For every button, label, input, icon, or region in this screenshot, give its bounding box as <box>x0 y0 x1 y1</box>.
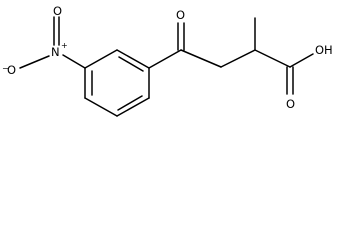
carboxylic-oh-label: OH <box>315 43 333 57</box>
ketone-oxygen-label: O <box>176 8 185 22</box>
ring-double-bond <box>118 56 144 72</box>
chemical-structure: N + O − O O OH O <box>2 4 333 117</box>
ring-to-carbonyl-bond <box>148 49 182 69</box>
ring-to-nitrogen-bond <box>62 54 86 69</box>
nitro-group: N + O − O <box>2 4 86 77</box>
ring-bond <box>116 97 150 117</box>
nitrogen-positive-charge: + <box>61 41 68 50</box>
ring-bond <box>84 97 118 117</box>
carbonyl-oxygen-label: O <box>286 97 295 111</box>
nitrogen-oxygen-single-bond <box>19 55 50 69</box>
oxygen-negative-charge: − <box>2 64 9 73</box>
keto-acid-chain: O OH O <box>148 8 333 111</box>
acid-hydroxyl-bond <box>289 53 314 68</box>
nitro-oxygen-left-label: O <box>7 63 16 77</box>
chain-bond <box>180 49 222 68</box>
nitro-oxygen-top-label: O <box>53 4 62 18</box>
nitro-nitrogen-label: N <box>51 45 60 59</box>
chain-bond <box>220 49 256 68</box>
benzene-ring <box>84 49 150 117</box>
chain-bond <box>254 49 291 68</box>
ring-double-bond <box>117 95 143 111</box>
ring-bond <box>84 49 118 69</box>
ring-bond <box>116 49 150 69</box>
